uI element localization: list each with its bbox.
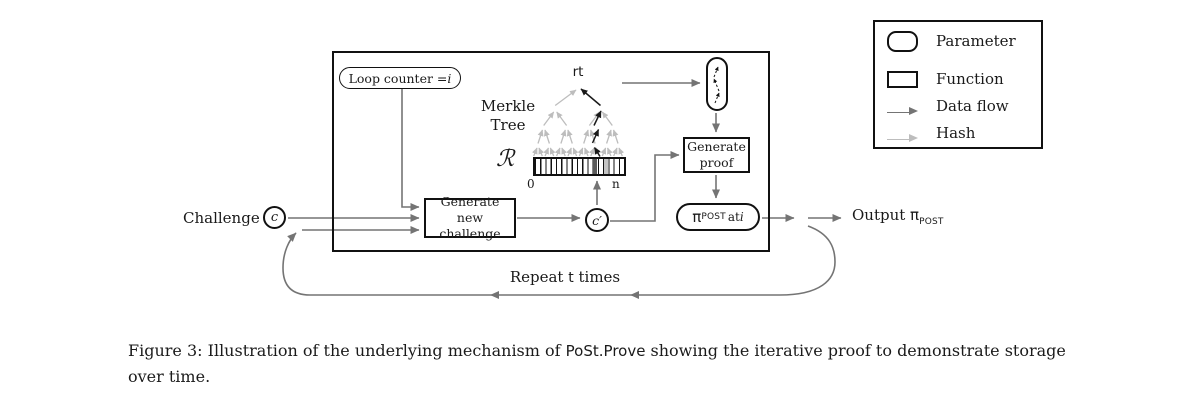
hash-arrow-icon [887,134,918,143]
challenge-symbol: c [270,210,279,225]
proof-subscript: POST [701,212,726,222]
repeat-arrowhead-right [630,291,639,299]
hash-arrow [600,147,607,157]
output-pi: π [910,206,920,224]
hash-arrow [601,111,613,126]
legend-label-dataflow: Data flow [936,97,1009,115]
flow-cprime-to-genproof [610,151,680,222]
flow-loopcounter-to-gnc [401,89,420,211]
caption-part2: showing the iterative proof to demonstra… [128,341,1066,386]
gnc-line2: challenge [439,226,501,241]
repeat-arrowhead-left [490,291,499,299]
hash-arrow [566,129,573,144]
parameter-shape-icon [887,30,918,52]
merkle-tree-arrows [531,88,625,157]
hash-arrow [611,147,618,157]
data-flow-arrows [282,79,842,299]
repeat-label: Repeat t times [495,268,635,286]
replica-symbol: ℛ [496,146,515,172]
generate-new-challenge-box: Generate new challenge [424,194,516,241]
output-text: Output [852,206,911,224]
hash-arrow [531,147,538,157]
merkle-path-arrow [580,88,601,107]
hash-arrow [577,147,584,157]
hash-arrow [618,147,625,157]
merkle-label-line2: Tree [490,116,526,134]
hash-arrow [560,129,567,144]
merkle-path-icon [713,66,720,104]
repeat-suffix: times [573,268,621,286]
hash-arrow [556,111,568,126]
legend-row-parameter: Parameter [875,30,1041,52]
caption-code: PoSt.Prove [565,342,646,360]
proof-iteration-var: i [739,210,744,224]
legend-label-function: Function [936,70,1004,88]
output-subscript: POST [919,217,944,227]
proof-at: at [727,210,740,224]
loop-counter-label: Loop counter = [348,70,448,86]
output-label: Output πPOST [852,206,944,227]
hash-arrow [612,129,619,144]
flow-repeat-loop [282,225,836,296]
merkle-path-arrow [591,129,600,144]
challenge-prime-symbol: c′ [592,212,602,228]
gnc-line1: Generate new [440,194,500,225]
legend-label-hash: Hash [936,124,976,142]
legend-row-dataflow: Data flow [875,97,1041,116]
hash-arrow [538,147,545,157]
challenge-parameter: c [263,206,286,229]
generate-proof-box: Generate proof [683,137,750,173]
legend-label-parameter: Parameter [936,32,1016,50]
hash-arrow [544,129,551,144]
merkle-path-pill [706,57,728,111]
function-shape-icon [887,70,918,88]
hash-arrow [572,147,579,157]
replica-array [533,157,626,176]
prove-mechanism-box [332,51,770,252]
legend-row-hash: Hash [875,124,1041,143]
challenge-label: Challenge [183,209,260,227]
hash-arrow [561,147,567,157]
hash-arrow [589,129,596,144]
caption-part1: Figure 3: Illustration of the underlying… [128,341,566,360]
repeat-t-var: t [568,270,574,286]
hash-arrow [583,129,590,144]
merkle-tree-label: Merkle Tree [470,97,546,135]
hash-arrow [554,89,577,107]
hash-arrow [589,147,595,157]
loop-counter-pill: Loop counter = i [339,67,461,89]
loop-counter-var: i [447,70,452,86]
merkle-label-line1: Merkle [480,97,536,115]
merkle-path-arrow [593,147,601,157]
array-index-end: n [612,177,620,191]
hash-arrow [566,147,572,157]
hash-arrow [543,147,550,157]
data-flow-arrow-icon [887,107,918,116]
selected-leaf-cell [593,159,598,174]
figure-caption: Figure 3: Illustration of the underlying… [128,338,1078,390]
merkle-path-arrow [593,110,602,126]
shaded-leaf-cell [603,159,608,174]
merkle-root-label: rt [572,64,584,80]
hash-arrow [549,147,556,157]
hash-arrow [606,147,613,157]
proof-pi: π [692,208,702,226]
legend-row-function: Function [875,70,1041,88]
hash-arrow [537,129,544,144]
gp-line2: proof [699,155,734,170]
hash-arrow [554,147,561,157]
repeat-prefix: Repeat [509,268,569,286]
hash-arrow [543,111,555,126]
challenge-prime-parameter: c′ [585,208,609,232]
hash-arrow [605,129,612,144]
legend: Parameter Function Data flow Hash [873,20,1043,149]
hash-arrow [584,147,590,157]
array-index-start: 0 [527,177,535,191]
gp-line1: Generate [687,139,746,154]
